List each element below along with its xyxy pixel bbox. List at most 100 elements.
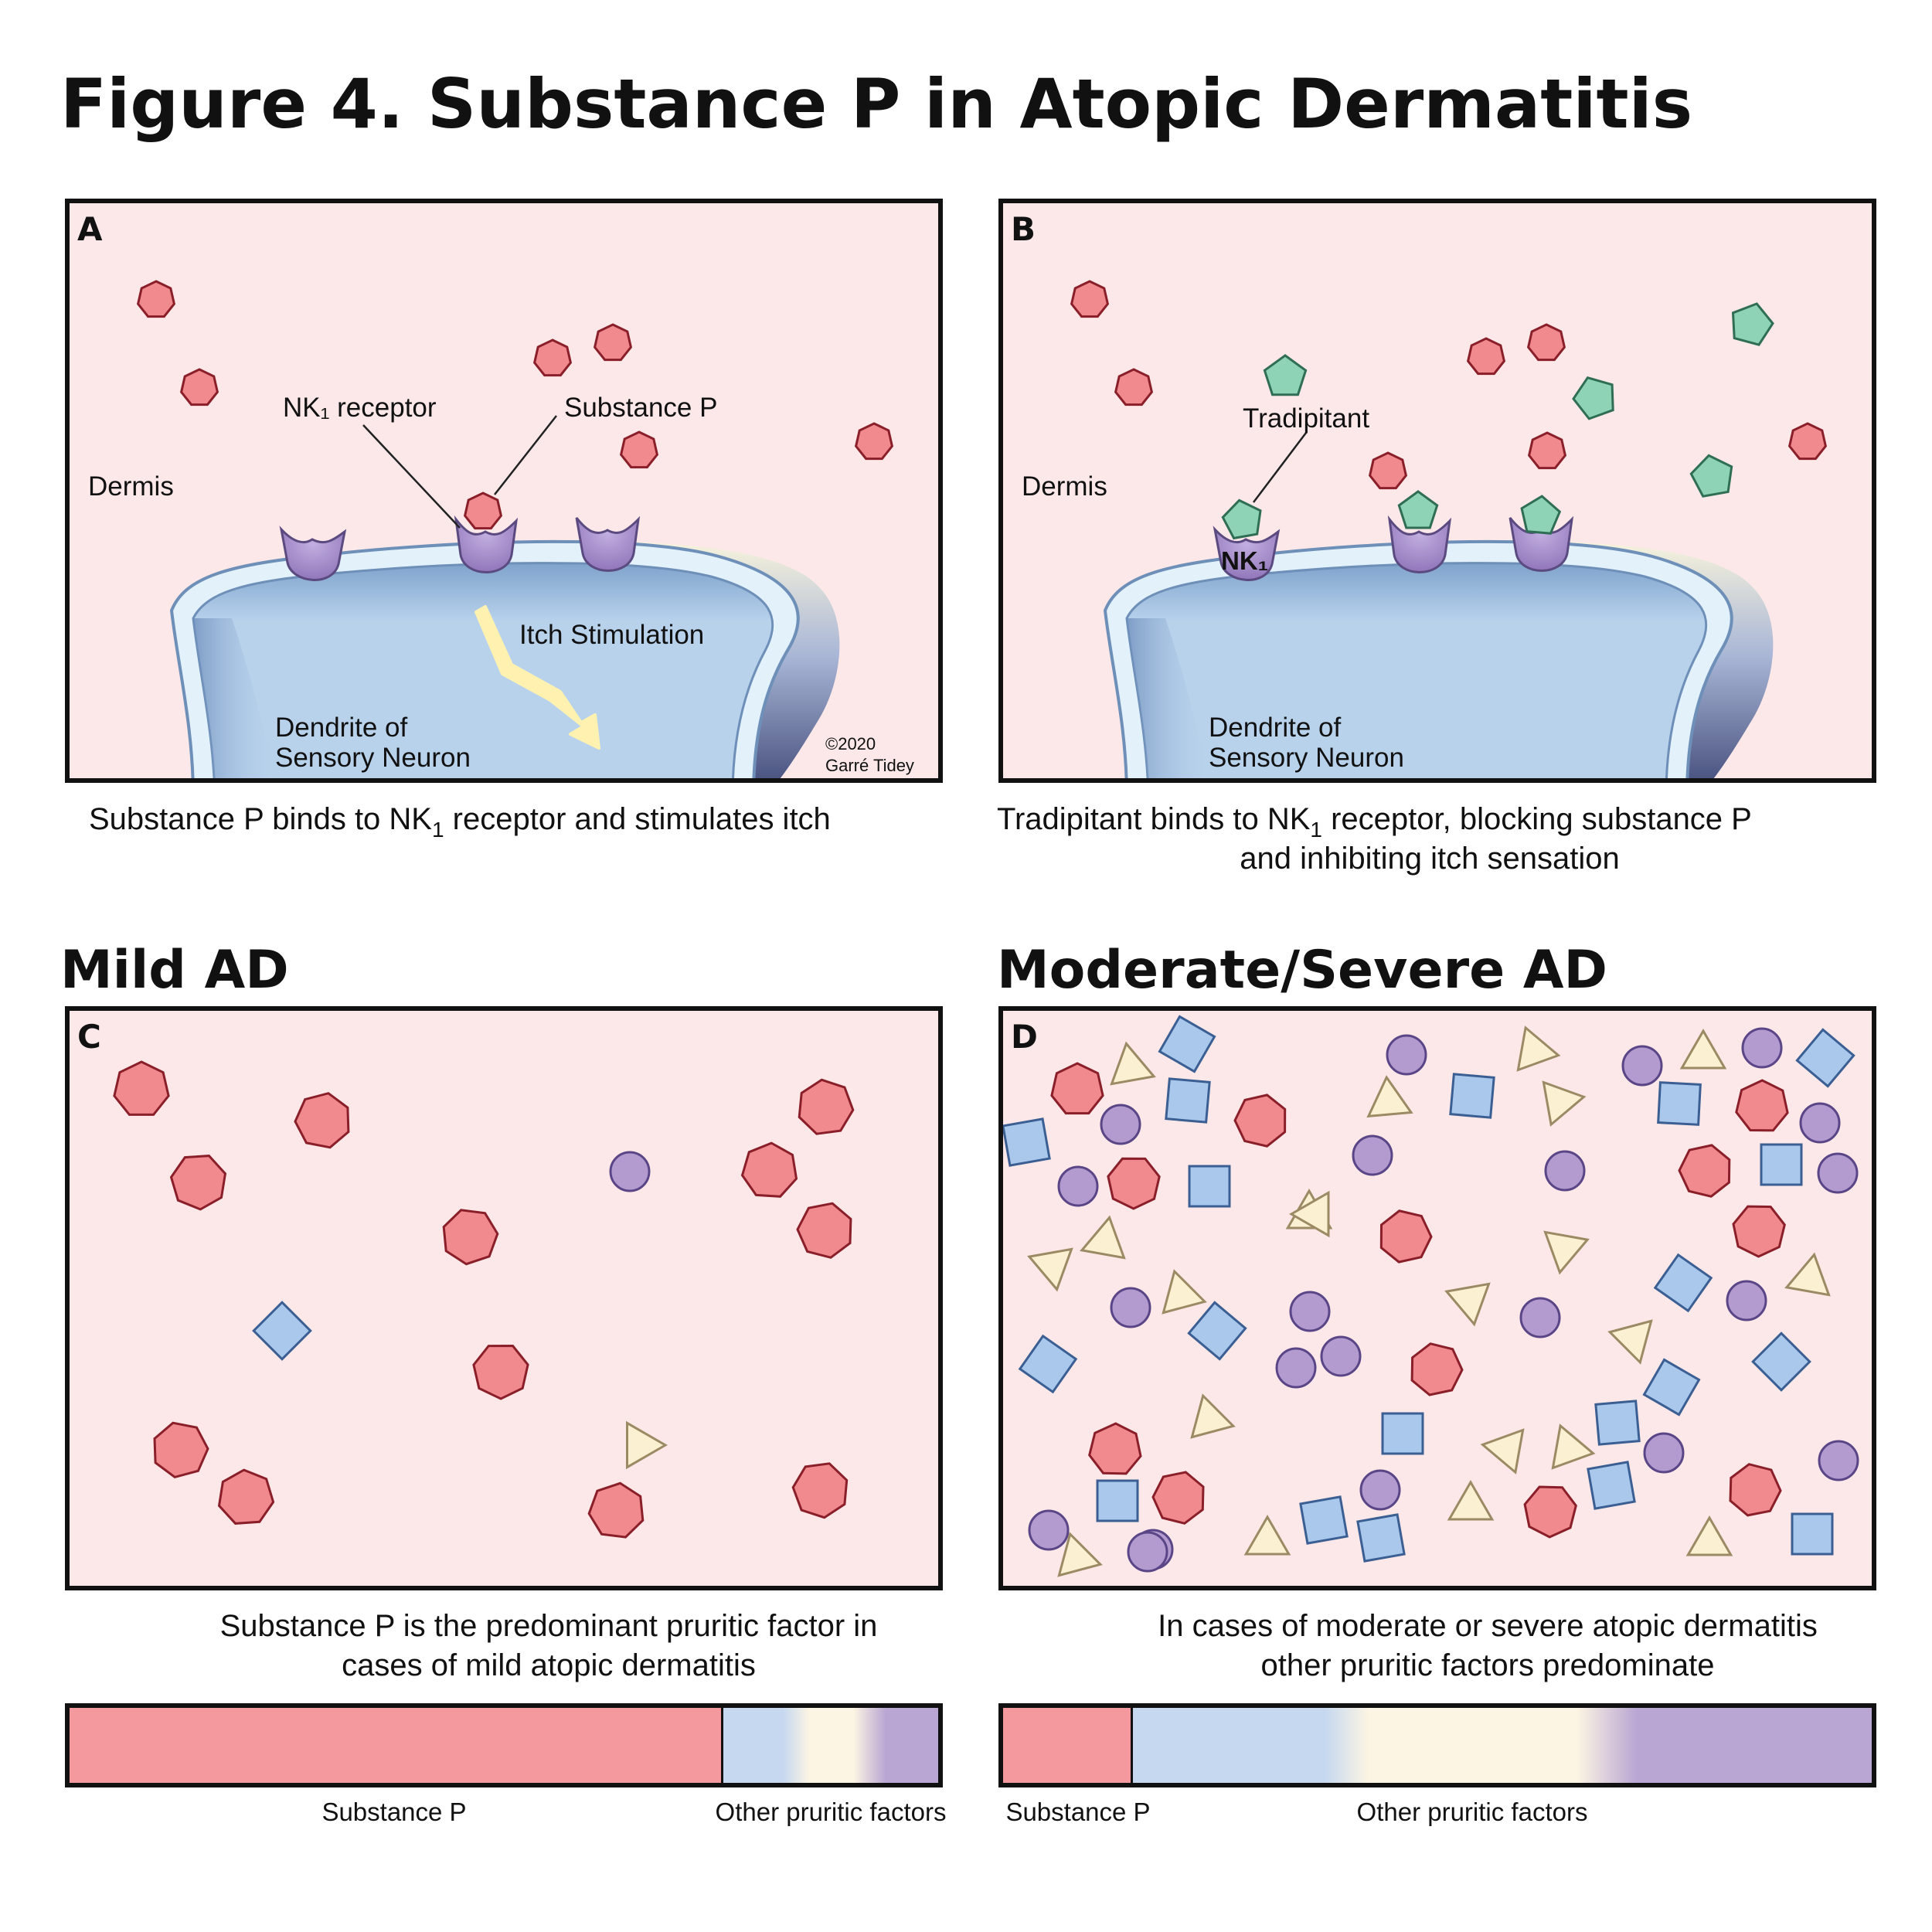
substance-p-molecule <box>1466 337 1506 376</box>
pruritic-factor-square <box>1449 1073 1495 1119</box>
panel-a-frame <box>65 199 943 783</box>
receptor-leader-line <box>362 424 461 529</box>
dendrite-label-a-2: Sensory Neuron <box>275 743 471 773</box>
pruritic-factor-circle <box>1386 1034 1427 1076</box>
nk1-receptor-b-1 <box>1213 526 1281 581</box>
bound-tradipitant-molecule <box>1221 498 1262 540</box>
copyright-line-1: ©2020 <box>825 734 876 753</box>
substance-p-molecules-b <box>1070 280 1828 490</box>
panel-d-frame <box>998 1006 1876 1590</box>
pruritic-factor-square <box>1594 1400 1641 1446</box>
tradipitant-molecule <box>1689 454 1733 498</box>
pruritic-factor-circle <box>1057 1165 1099 1207</box>
bar-c-other-label: Other pruritic factors <box>716 1798 947 1826</box>
pruritic-factor-circle <box>1127 1531 1168 1573</box>
substance-p-label: Substance P <box>564 393 717 423</box>
substance-p-molecule <box>1050 1062 1104 1115</box>
pruritic-factor-circle <box>1621 1045 1663 1087</box>
pruritic-factor-circle <box>1320 1335 1362 1377</box>
pruritic-factor-circle <box>1359 1469 1401 1511</box>
pruritic-factor-circle <box>1544 1150 1586 1192</box>
bound-tradipitant-molecule <box>1397 490 1439 529</box>
substance-p-molecule <box>1523 1485 1577 1539</box>
substance-p-molecule <box>619 430 659 469</box>
tradipitant-molecule <box>1263 354 1308 396</box>
pruritic-factor-square <box>252 1301 312 1361</box>
pruritic-factor-triangle <box>1784 1252 1831 1297</box>
pruritic-factor-circle <box>1643 1432 1685 1474</box>
substance-p-molecule <box>472 1344 529 1400</box>
pruritic-factor-square <box>1096 1479 1139 1522</box>
panel-d-heading: Moderate/Severe AD <box>997 940 1607 1001</box>
pruritic-factor-square <box>1299 1495 1349 1545</box>
substance-p-molecule <box>217 1468 275 1525</box>
panel-c-caption-line-2: cases of mild atopic dermatitis <box>342 1648 756 1682</box>
pruritic-factor-circle <box>1289 1291 1331 1332</box>
panel-a-caption: Substance P binds to NK1 receptor and st… <box>89 802 831 842</box>
pruritic-factor-square <box>1381 1412 1424 1455</box>
panel-d-caption-line-2: other pruritic factors predominate <box>1261 1648 1715 1682</box>
panel-c-molecules <box>113 1060 855 1539</box>
pruritic-factor-circle <box>1817 1152 1859 1194</box>
pruritic-factor-triangle <box>1543 1230 1590 1275</box>
pruritic-factor-circle <box>1741 1027 1783 1069</box>
substance-p-molecule <box>1729 1463 1782 1517</box>
bar-d-substance-p-label: Substance P <box>1005 1798 1150 1826</box>
substance-p-molecule <box>136 280 176 318</box>
panel-d-molecules <box>1002 1015 1859 1577</box>
pruritic-factor-triangle <box>1516 1026 1561 1072</box>
pruritic-factor-square <box>1587 1461 1636 1510</box>
substance-p-molecule <box>179 368 219 406</box>
tradipitant-leader-line <box>1253 432 1307 503</box>
panel-d-caption-line-1: In cases of moderate or severe atopic de… <box>1158 1609 1818 1643</box>
substance-p-molecule <box>1735 1079 1789 1132</box>
nk1-label-b: NK₁ <box>1221 546 1268 575</box>
pruritic-factor-circle <box>1726 1280 1767 1321</box>
pruritic-factor-circle <box>1100 1104 1141 1145</box>
substance-p-molecule <box>169 1155 227 1211</box>
pruritic-factor-triangle <box>1057 1532 1103 1577</box>
pruritic-factor-square <box>1760 1143 1803 1186</box>
pruritic-factor-circle <box>1110 1287 1151 1328</box>
pruritic-factor-circle <box>1799 1102 1841 1144</box>
panel-b-caption-line-1: Tradipitant binds to NK1 receptor, block… <box>997 802 1752 842</box>
pruritic-factor-circle <box>609 1151 651 1192</box>
pruritic-factor-square <box>1356 1513 1406 1563</box>
figure-title: Figure 4. Substance P in Atopic Dermatit… <box>60 64 1692 144</box>
pruritic-factor-triangle <box>1243 1514 1291 1556</box>
pruritic-factor-triangle <box>626 1420 668 1470</box>
itch-arrow-icon <box>474 605 600 750</box>
tradipitant-label: Tradipitant <box>1243 403 1369 434</box>
substance-p-molecule <box>1151 1471 1205 1525</box>
pruritic-factor-square <box>1165 1077 1211 1124</box>
panel-c-caption-line-1: Substance P is the predominant pruritic … <box>220 1609 878 1643</box>
panel-a: A Dermis NK₁ receptor Substance P Itch S… <box>65 199 943 842</box>
pruritic-factor-triangle <box>1551 1423 1596 1470</box>
tradipitant-molecules <box>1221 302 1774 540</box>
pruritic-factor-square <box>1188 1165 1231 1208</box>
panel-b-letter: B <box>1011 210 1036 248</box>
nk1-receptor-b-2 <box>1387 515 1452 573</box>
dendrite-label-b-2: Sensory Neuron <box>1209 743 1404 773</box>
pruritic-factor-triangle <box>1685 1515 1733 1556</box>
substance-p-molecule <box>294 1092 350 1149</box>
pruritic-factor-triangle <box>1288 1190 1330 1238</box>
panel-a-letter: A <box>77 210 103 248</box>
panel-b-frame <box>998 199 1876 783</box>
pruritic-factor-square <box>1642 1358 1701 1417</box>
panel-c-letter: C <box>77 1018 101 1056</box>
substance-p-molecule <box>740 1141 798 1198</box>
pruritic-factor-circle <box>1818 1440 1859 1481</box>
substance-p-molecule <box>791 1462 849 1519</box>
substance-p-molecule <box>798 1078 855 1135</box>
pruritic-factor-triangle <box>1080 1215 1126 1260</box>
panel-b-caption-line-2: and inhibiting itch sensation <box>1240 842 1619 876</box>
nk1-receptor-1 <box>279 526 347 581</box>
substance-p-molecule <box>153 1421 209 1479</box>
pruritic-factor-square <box>1653 1253 1713 1313</box>
substance-p-molecule <box>532 338 573 377</box>
substance-p-molecule <box>1107 1157 1161 1210</box>
pruritic-factor-triangle <box>1190 1393 1236 1439</box>
pruritic-factor-square <box>1158 1015 1216 1073</box>
